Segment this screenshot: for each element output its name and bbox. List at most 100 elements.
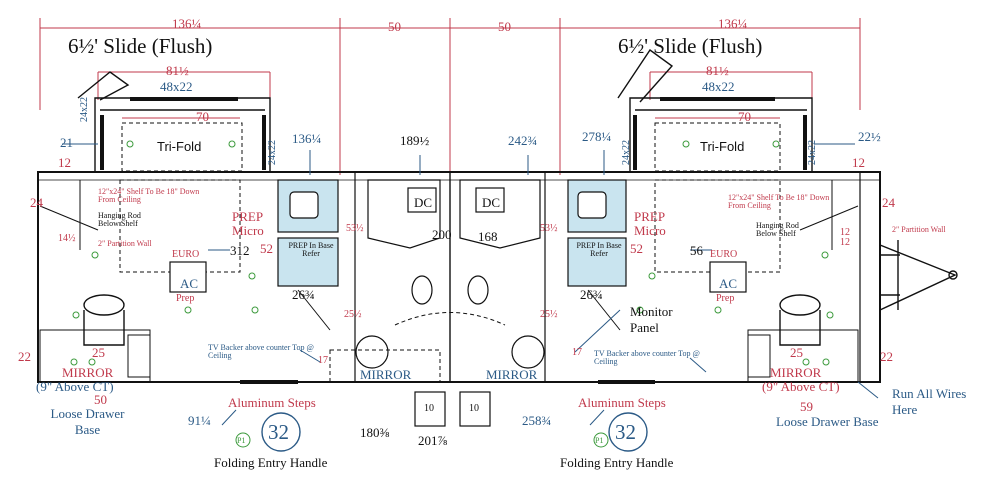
right-partition: 2" Partition Wall — [892, 225, 946, 234]
right-ac-prep: Prep — [716, 293, 735, 304]
right-euro-label: EURO — [710, 249, 738, 260]
dim-right-seat: 70 — [738, 109, 751, 124]
right-prep-label: PREP — [634, 209, 666, 224]
dim-left-22: 22 — [18, 349, 31, 364]
dim-left-seat: 70 — [196, 109, 209, 124]
left-p1: P1 — [237, 436, 246, 445]
dim-180: 180⅜ — [360, 425, 390, 440]
run-wires-label: Run All Wires Here — [892, 386, 967, 417]
dim-left-24: 24 — [30, 195, 43, 210]
bath-mirror-right: MIRROR — [486, 367, 538, 382]
closets — [119, 179, 781, 273]
dim-right-24: 24 — [882, 195, 895, 210]
right-step-number: 32 — [615, 420, 636, 444]
dim-dc-168: 168 — [478, 229, 498, 244]
step-circles — [261, 412, 648, 452]
right-ac-label: AC — [719, 276, 738, 291]
left-ac-label: AC — [180, 276, 199, 291]
left-hanging-rod: Hanging Rod Below Shelf — [98, 211, 141, 228]
right-vanity-mirror: MIRROR — [770, 365, 822, 380]
dim-left-25-small: 25½ — [344, 309, 362, 320]
tank-right-label: 10 — [469, 403, 479, 414]
left-slide-title: 6½' Slide (Flush) — [68, 34, 213, 58]
dim-left-312: 312 — [230, 243, 250, 258]
dim-left-width: 136¼ — [172, 16, 202, 31]
left-vanity-mirror: MIRROR — [62, 365, 114, 380]
dim-right-25: 25 — [790, 345, 803, 360]
dim-right-12: 12 — [852, 155, 865, 170]
dim-left-53: 53½ — [346, 223, 364, 234]
dim-242: 242¾ — [508, 133, 538, 148]
sofa-outlines — [121, 122, 781, 172]
dim-258: 258¾ — [522, 413, 552, 428]
right-hanging-rod: Hanging Rod Below Shelf — [756, 221, 799, 238]
dim-left-25: 25 — [92, 345, 105, 360]
right-tv-backer: TV Backer above counter Top @ Ceiling — [594, 349, 700, 366]
left-micro-label: Micro — [232, 223, 264, 238]
right-micro-label: Micro — [634, 223, 666, 238]
right-sofa-size: 48x22 — [702, 79, 735, 94]
dim-right-25-small: 25½ — [540, 309, 558, 320]
right-sofa-depth-a: 24x22 — [621, 140, 632, 165]
ac-units — [169, 261, 747, 293]
left-ac-prep: Prep — [176, 293, 195, 304]
bath-dashed — [329, 312, 506, 383]
bath-mirror-left: MIRROR — [360, 367, 412, 382]
left-trifold-label: Tri-Fold — [157, 139, 202, 154]
dim-right-59: 59 — [800, 399, 813, 414]
closet-rods — [39, 180, 859, 250]
sinks — [289, 191, 607, 219]
dim-right-22: 22 — [880, 349, 893, 364]
door-swings — [297, 289, 621, 331]
bath-fixtures — [355, 179, 545, 369]
dim-right-52: 52 — [630, 241, 643, 256]
dim-right-width: 136¼ — [718, 16, 748, 31]
right-refer-label: PREP In Base Refer — [576, 241, 622, 258]
outlets — [70, 140, 834, 366]
chairs — [83, 294, 821, 346]
monitor-panel-label: Monitor Panel — [630, 304, 673, 335]
right-vanity-mirror-note: (9" Above CT) — [762, 379, 840, 394]
dim-left-52: 52 — [260, 241, 273, 256]
left-vanity-mirror-note: (9" Above CT) — [36, 379, 114, 394]
left-partition: 2" Partition Wall — [98, 239, 152, 248]
trailer-hitch — [879, 240, 958, 311]
dim-right-53: 53½ — [540, 223, 558, 234]
dim-left-50: 50 — [94, 392, 107, 407]
left-loose-drawer: Loose Drawer Base — [50, 406, 125, 437]
dim-right-slide-inner: 81½ — [706, 63, 729, 78]
left-sofa-depth-a: 24x22 — [79, 97, 90, 122]
right-slide-title: 6½' Slide (Flush) — [618, 34, 763, 58]
right-trifold-label: Tri-Fold — [700, 139, 745, 154]
right-steps-label: Aluminum Steps — [578, 395, 666, 410]
dim-left-17: 17 — [318, 355, 328, 366]
left-steps-label: Aluminum Steps — [228, 395, 316, 410]
dim-right-12c: 12 — [840, 237, 850, 248]
left-prep-label: PREP — [232, 209, 264, 224]
dim-right-12b: 12 — [840, 227, 850, 238]
left-tv-backer: TV Backer above counter Top @ Ceiling — [208, 343, 314, 360]
right-p1: P1 — [595, 436, 604, 445]
dim-mid-right: 50 — [498, 19, 511, 34]
dim-right-56: 56 — [690, 243, 703, 258]
right-entry-handle: Folding Entry Handle — [560, 455, 674, 470]
dim-136: 136¼ — [292, 131, 322, 146]
right-loose-drawer: Loose Drawer Base — [776, 414, 879, 429]
dim-left-21: 21 — [60, 135, 73, 150]
left-sofa-size: 48x22 — [160, 79, 193, 94]
dim-201: 201⅞ — [418, 433, 448, 448]
tank-left-label: 10 — [424, 403, 434, 414]
right-shelf-note: 12"x24" Shelf To Be 18" Down From Ceilin… — [728, 193, 830, 210]
left-entry-handle: Folding Entry Handle — [214, 455, 328, 470]
left-euro-label: EURO — [172, 249, 200, 260]
tanks — [414, 391, 491, 427]
dim-left-slide-inner: 81½ — [166, 63, 189, 78]
dim-189: 189½ — [400, 133, 430, 148]
right-sofa-depth-b: 24x22 — [807, 140, 818, 165]
dim-dc-200: 200 — [432, 227, 452, 242]
left-sofa-depth-b: 24x22 — [267, 140, 278, 165]
dim-left-12: 12 — [58, 155, 71, 170]
blue-leaders — [62, 143, 879, 426]
dim-right-17: 17 — [572, 347, 582, 358]
